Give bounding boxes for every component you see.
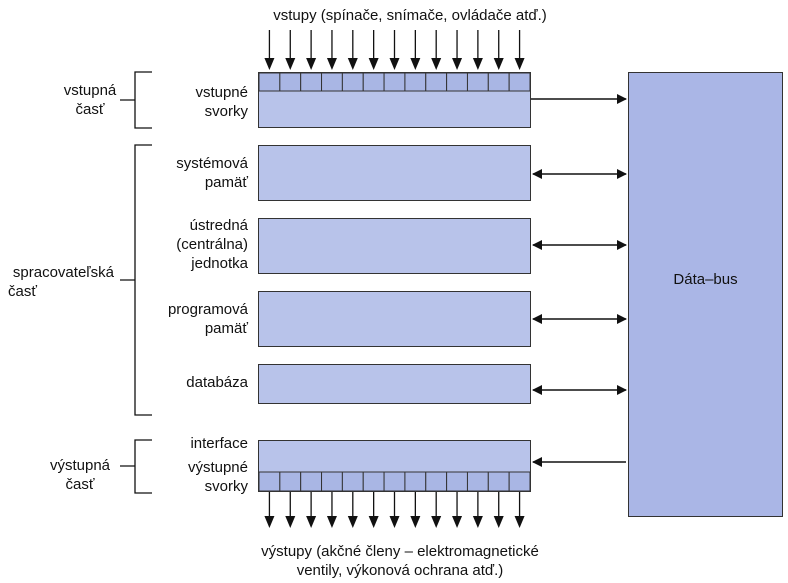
inputs-caption: vstupy (spínače, snímače, ovládače atď.) [273,7,547,24]
program-memory-block [258,291,531,347]
input-arrow-head [368,58,379,70]
input-arrow-head [431,58,442,70]
output-terminal-cell [404,471,427,492]
output-arrow-head [368,516,379,528]
input-arrow-head [306,58,317,70]
outputs-caption: výstupy (akčné členy – elektromagnetické… [261,543,539,579]
cpu-label: ústredná(centrálna)jednotka [176,217,248,272]
data-bus-block [628,72,783,517]
output-terminal-cell [446,471,468,492]
output-terminal-cell [508,471,531,492]
output-arrow-head [347,516,358,528]
output-arrow-head [306,516,317,528]
output-terminal-cell [362,471,385,492]
input-terminal-cell [341,72,364,92]
input-terminal-cell [258,72,281,92]
cpu-block [258,218,531,274]
input-arrow-head [389,58,400,70]
input-arrow-head [514,58,525,70]
input-arrow-head [452,58,463,70]
output-terminal-cell [466,471,489,492]
input-arrow-head [326,58,337,70]
interface-label: interface [190,435,248,452]
output-arrow-head [326,516,337,528]
output-terminal-cell [341,471,364,492]
output-terminal-cell [321,471,343,492]
output-arrow-head [410,516,421,528]
input-section-bracket [120,71,152,129]
input-terminal-cell [383,72,406,92]
input-arrow-head [285,58,296,70]
input-arrow-head [493,58,504,70]
output-arrow-head [389,516,400,528]
input-terminal-cell [321,72,343,92]
output-section-bracket [120,439,152,494]
output-arrow-head [285,516,296,528]
input-arrow-head [264,58,275,70]
database-label: databáza [186,374,248,391]
input-terminal-cell [279,72,302,92]
input-arrow-head [410,58,421,70]
output-terminal-cell [300,471,323,492]
input-arrow-head [472,58,483,70]
input-terminal-cell [300,72,323,92]
input-terminal-cell [362,72,385,92]
system-memory-block [258,145,531,201]
output-terminal-cell [279,471,302,492]
output-terminal-cell [487,471,510,492]
input-terminal-cell [446,72,468,92]
output-arrow-head [431,516,442,528]
output-arrow-head [493,516,504,528]
data-bus-label: Dáta–bus [673,271,738,288]
processing-section-bracket [120,144,152,416]
input-terminal-cell [404,72,427,92]
input-terminal-cell [487,72,510,92]
input-terminal-cell [425,72,448,92]
input-terminal-cell [466,72,489,92]
output-arrow-head [264,516,275,528]
output-arrow-head [472,516,483,528]
output-terminal-cell [258,471,281,492]
output-arrow-head [452,516,463,528]
input-arrow-head [347,58,358,70]
output-arrow-head [514,516,525,528]
database-block [258,364,531,404]
output-terminal-cell [425,471,448,492]
output-terminal-cell [383,471,406,492]
input-terminal-cell [508,72,531,92]
